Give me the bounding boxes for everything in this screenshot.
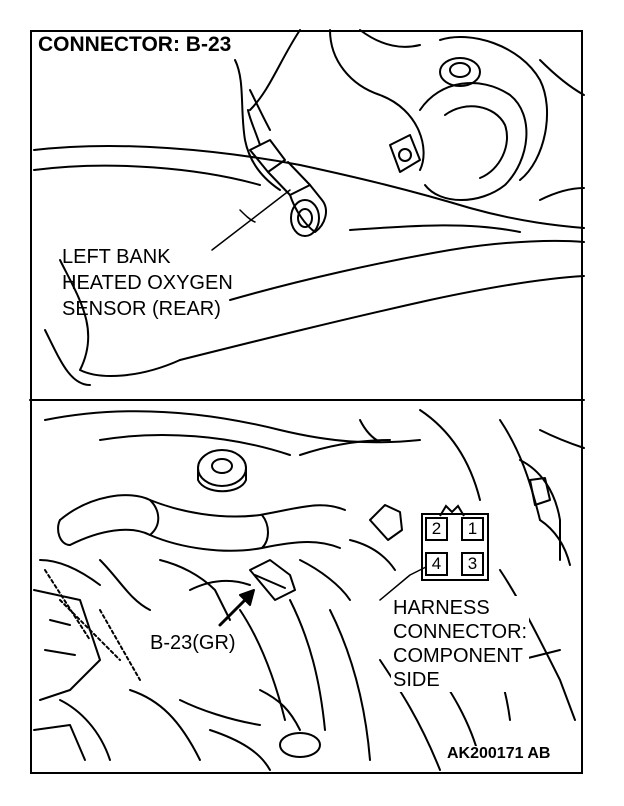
figure-id: AK200171 AB — [445, 745, 553, 762]
harness-callout-line: SIDE — [393, 669, 440, 691]
harness-callout-line: COMPONENT — [393, 645, 523, 667]
sensor-callout: LEFT BANK HEATED OXYGEN SENSOR (REAR) — [62, 244, 233, 322]
pin-3: 3 — [461, 552, 484, 576]
pinout-housing — [421, 513, 489, 581]
upper-panel-drawing — [33, 29, 585, 386]
harness-callout-line: CONNECTOR: — [393, 621, 528, 643]
connector-title: CONNECTOR: B-23 — [38, 33, 232, 56]
pin-2: 2 — [425, 517, 448, 541]
sensor-callout-line: SENSOR (REAR) — [62, 298, 221, 320]
lower-panel-drawing — [33, 409, 585, 771]
sensor-callout-line: HEATED OXYGEN — [62, 272, 233, 294]
harness-callout-line: HARNESS — [393, 597, 490, 619]
connector-callout: B-23(GR) — [148, 632, 238, 654]
pin-4: 4 — [425, 552, 448, 576]
harness-callout: HARNESS CONNECTOR: COMPONENT SIDE — [391, 596, 530, 692]
figure-frame — [30, 30, 583, 774]
pin-1: 1 — [461, 517, 484, 541]
sensor-callout-line: LEFT BANK — [62, 246, 171, 268]
pinout-latch-icon — [439, 504, 465, 517]
